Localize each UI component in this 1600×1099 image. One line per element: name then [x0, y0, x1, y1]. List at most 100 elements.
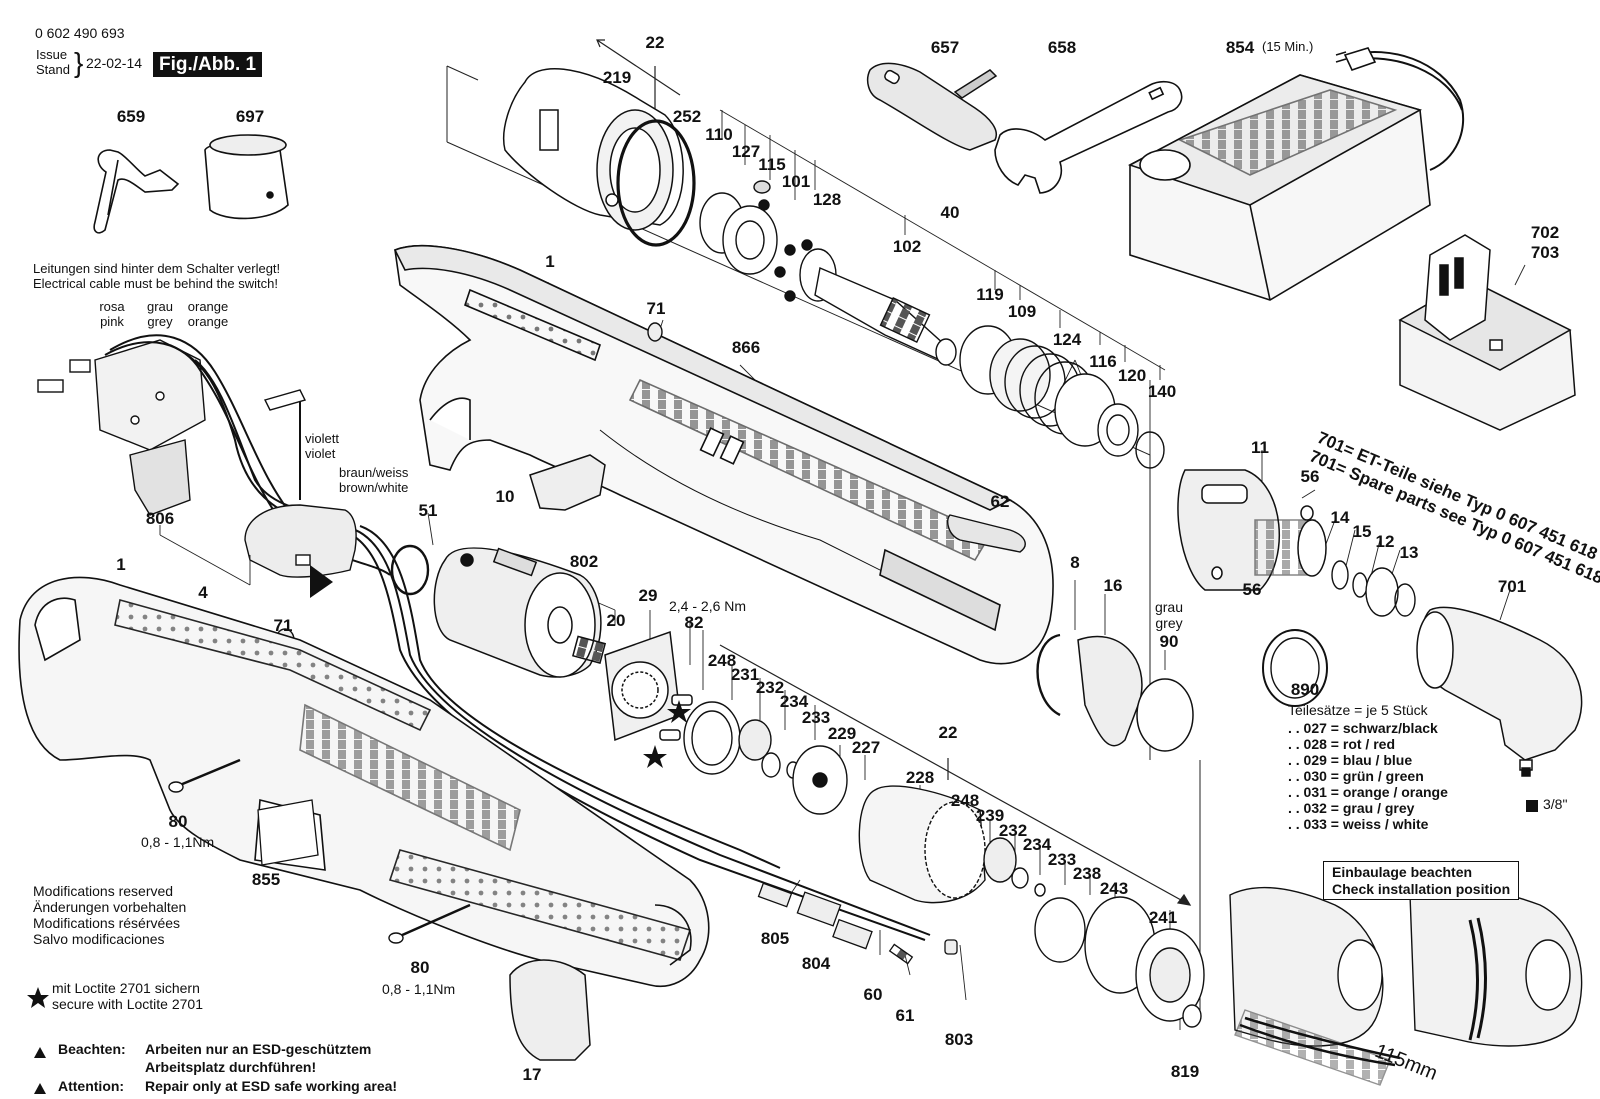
install-note-box: Einbaulage beachten Check installation p…: [1323, 861, 1520, 901]
part-label-127: 127: [731, 142, 761, 161]
part-label-658: 658: [1047, 38, 1077, 57]
part-label-855: 855: [251, 870, 281, 889]
part-label-119: 119: [976, 285, 1004, 304]
esd-beachten-text-2: Arbeitsplatz durchführen!: [145, 1059, 317, 1075]
part-219-housing: [503, 67, 696, 247]
part-label-697: 697: [235, 107, 265, 126]
install-note-en: Check installation position: [1332, 880, 1511, 897]
issue-brace: }: [74, 47, 84, 78]
wire-label-orange-en: orange: [187, 314, 229, 329]
part-label-116: 116: [1089, 352, 1117, 371]
wire-label-violett: violett: [305, 431, 339, 446]
part-label-866: 866: [731, 338, 761, 357]
color-sets-list: . . 027 = schwarz/black . . 028 = rot / …: [1288, 720, 1448, 832]
modifications-block: Modifications reserved Änderungen vorbeh…: [33, 883, 186, 947]
part-label-101: 101: [781, 172, 811, 191]
part-label-4: 4: [198, 583, 208, 602]
part-label-71-bottom: 71: [273, 616, 293, 635]
part-label-657: 657: [930, 38, 960, 57]
part-label-702: 702: [1530, 223, 1560, 242]
part-29-gear-carrier: [604, 630, 693, 742]
part-label-890: 890: [1290, 680, 1320, 699]
part-855-label: [257, 799, 319, 866]
part-102-spindle: [814, 267, 957, 366]
wire-label-pink: pink: [100, 314, 124, 329]
color-set-row: . . 032 = grau / grey: [1288, 800, 1415, 816]
part-label-11: 11: [1251, 438, 1269, 457]
part-label-29: 29: [638, 586, 658, 605]
part-label-80-b: 80: [410, 958, 430, 977]
part-label-248-a: 248: [707, 651, 737, 670]
part-label-233-a: 233: [801, 708, 831, 727]
wire-label-violet: violet: [305, 446, 336, 461]
wire-label-grau: grau: [146, 299, 174, 314]
part-label-805: 805: [760, 929, 790, 948]
part-label-80-a: 80: [168, 812, 188, 831]
drive-size: 3/8": [1543, 796, 1568, 812]
color-set-row: . . 028 = rot / red: [1288, 736, 1395, 752]
part-label-22-mid: 22: [938, 723, 958, 742]
color-set-row: . . 031 = orange / orange: [1288, 784, 1448, 800]
part-gear-train: [683, 701, 1205, 1028]
part-label-124: 124: [1052, 330, 1082, 349]
part-label-10: 10: [495, 487, 515, 506]
part-label-20: 20: [606, 611, 626, 630]
issue-label: Issue: [36, 47, 68, 62]
grau-label-90: grau: [1154, 599, 1184, 615]
esd-attention-label: Attention:: [58, 1078, 125, 1094]
part-label-234-a: 234: [779, 692, 809, 711]
grey-label-90: grey: [1155, 615, 1183, 631]
installation-inset: [1229, 886, 1583, 1086]
part-label-16: 16: [1103, 576, 1123, 595]
part-802-motor: [390, 544, 607, 678]
wire-label-rosa: rosa: [99, 299, 125, 314]
modifications-line: Salvo modificaciones: [33, 931, 165, 947]
part-80-screws: [168, 758, 471, 944]
esd-marker-triangle: [310, 565, 333, 598]
part-label-102: 102: [892, 237, 922, 256]
part-label-15: 15: [1352, 522, 1372, 541]
part-label-228: 228: [905, 768, 935, 787]
part-label-40: 40: [940, 203, 960, 222]
part-label-854: 854: [1225, 38, 1255, 57]
part-label-803: 803: [944, 1030, 974, 1049]
part-label-243: 243: [1099, 879, 1129, 898]
install-note-de: Einbaulage beachten: [1332, 864, 1473, 880]
part-806-switch: [37, 339, 206, 516]
part-label-802: 802: [569, 552, 599, 571]
modifications-line: Modifications reserved: [33, 883, 174, 899]
part-label-17: 17: [522, 1065, 542, 1084]
part-small-rings: [1262, 560, 1416, 707]
issue-date: 22-02-14: [86, 55, 143, 71]
part-label-71-top: 71: [646, 299, 666, 318]
loctite-note-en: secure with Loctite 2701: [52, 996, 203, 1012]
part-1-housing-shell: [393, 245, 1054, 665]
part-label-659: 659: [116, 107, 146, 126]
square-drive-icon: [1526, 800, 1538, 812]
wire-label-orange-de: orange: [187, 299, 229, 314]
esd-triangles: [34, 1047, 46, 1094]
part-label-1-top: 1: [545, 252, 555, 271]
part-label-1-bottom: 1: [116, 555, 126, 574]
part-659-clip: [93, 149, 180, 234]
part-697-cap: [204, 134, 289, 220]
loctite-note-de: mit Loctite 2701 sichern: [52, 980, 200, 996]
part-label-252: 252: [672, 107, 702, 126]
part-62-cover: [947, 514, 1026, 553]
part-label-806: 806: [145, 509, 175, 528]
part-label-804: 804: [801, 954, 831, 973]
part-label-56-top: 56: [1300, 467, 1320, 486]
wire-label-grey: grey: [147, 314, 173, 329]
part-label-8: 8: [1070, 553, 1080, 572]
part-658-wrench: [994, 80, 1183, 194]
esd-beachten-label: Beachten:: [58, 1041, 126, 1057]
part-label-233-b: 233: [1047, 850, 1077, 869]
part-label-115: 115: [758, 155, 786, 174]
part-label-140: 140: [1147, 382, 1177, 401]
part-label-13: 13: [1399, 543, 1419, 562]
part-label-227: 227: [851, 738, 881, 757]
wire-label-brown-white: brown/white: [339, 480, 409, 495]
cable-note-de: Leitungen sind hinter dem Schalter verle…: [33, 261, 281, 276]
part-label-56-bottom: 56: [1242, 580, 1262, 599]
part-electronics-small: [757, 882, 958, 965]
